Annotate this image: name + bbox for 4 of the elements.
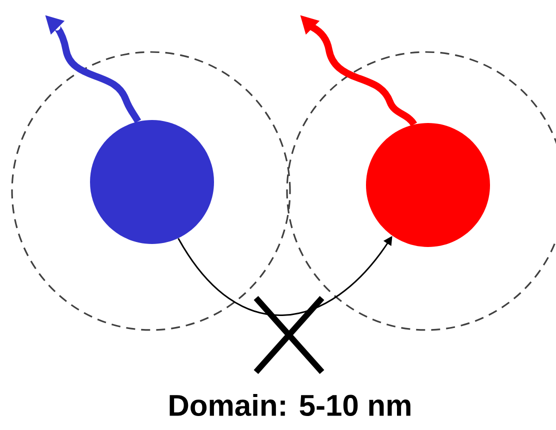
particle — [90, 120, 214, 244]
particle — [366, 123, 490, 247]
caption-label: Domain: 5-10 nm — [170, 394, 410, 416]
domain-circle — [11, 51, 291, 331]
